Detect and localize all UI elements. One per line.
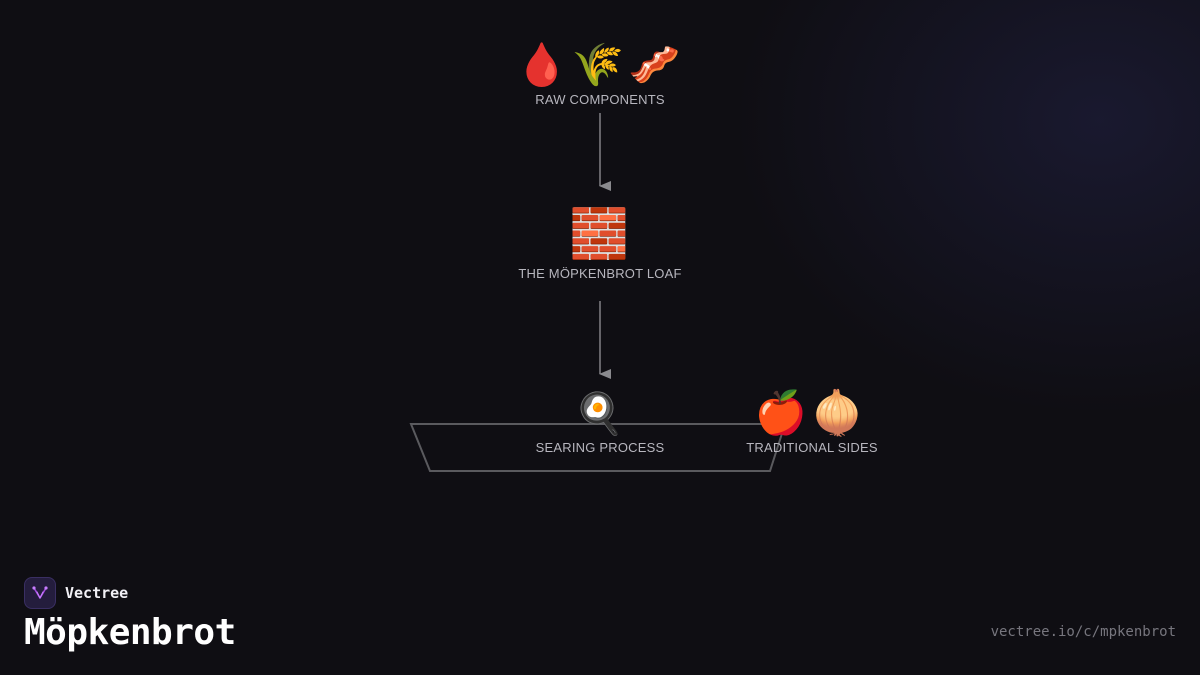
frying-pan-icon: 🍳 — [574, 390, 624, 437]
serving-frame — [409, 423, 787, 472]
raw-components-icons: 🩸🌾🥓 — [516, 40, 685, 89]
traditional-sides-label: TRADITIONAL SIDES — [746, 440, 878, 455]
brick-icon: 🧱 — [569, 206, 629, 262]
searing-process-label: SEARING PROCESS — [536, 440, 665, 455]
raw-components-label: RAW COMPONENTS — [535, 92, 665, 107]
node-raw-components[interactable]: 🩸🌾🥓 RAW COMPONENTS — [516, 40, 685, 107]
mopkenbrot-loaf-label: THE MÖPKENBROT LOAF — [518, 266, 681, 281]
node-traditional-sides[interactable]: 🍎🧅 TRADITIONAL SIDES — [746, 387, 878, 455]
brand[interactable]: Vectree — [24, 577, 128, 609]
brand-name: Vectree — [65, 584, 129, 602]
node-searing-process[interactable]: 🍳 SEARING PROCESS — [536, 390, 665, 455]
page-url[interactable]: vectree.io/c/mpkenbrot — [990, 624, 1176, 640]
traditional-sides-icons: 🍎🧅 — [755, 387, 868, 438]
page-title: Möpkenbrot — [24, 612, 236, 653]
node-mopkenbrot-loaf[interactable]: 🧱 THE MÖPKENBROT LOAF — [518, 206, 681, 281]
vectree-logo-icon — [24, 577, 56, 609]
